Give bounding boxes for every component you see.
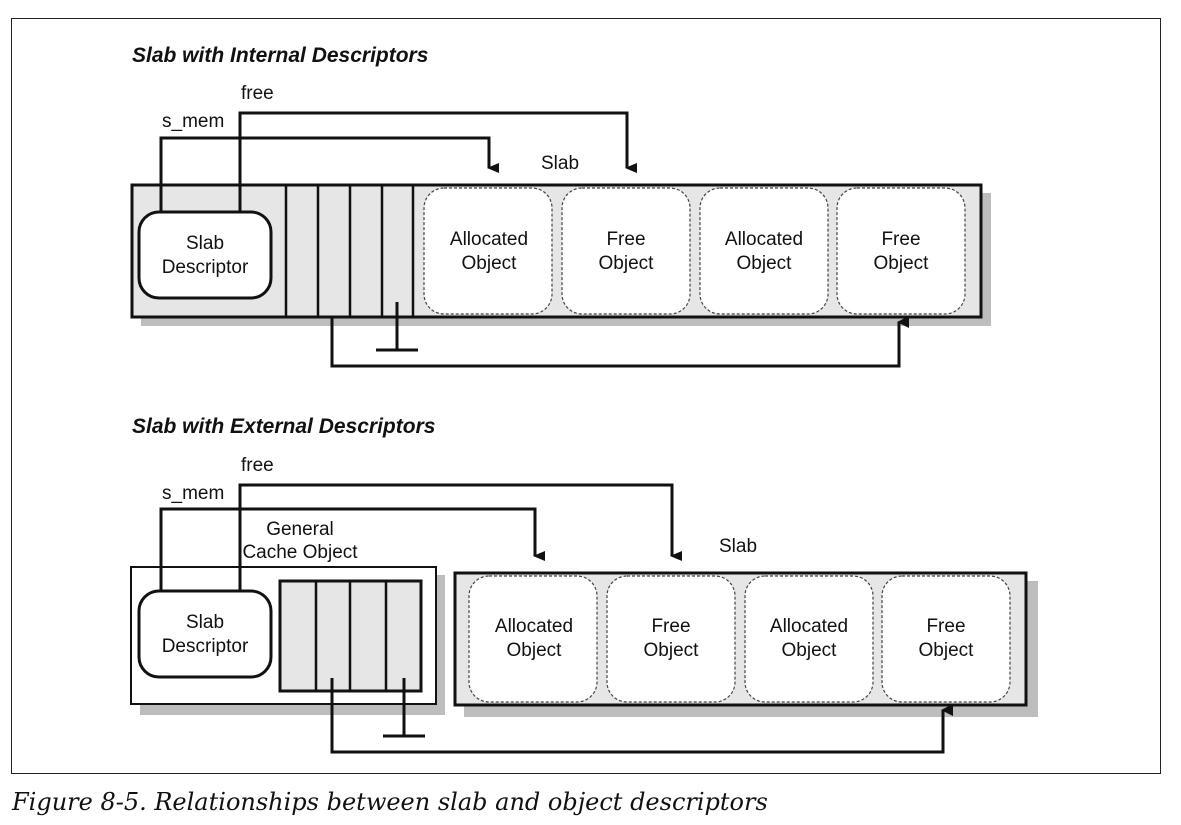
svg-text:Descriptor: Descriptor bbox=[162, 636, 249, 657]
svg-text:Slab: Slab bbox=[186, 233, 224, 254]
general-cache-label-1: General bbox=[266, 519, 334, 540]
svg-text:Allocated: Allocated bbox=[495, 616, 573, 637]
internal-slab-label: Slab bbox=[541, 153, 579, 174]
external-section: Slab with External Descriptors Slab Desc… bbox=[130, 415, 1038, 754]
internal-free-label: free bbox=[241, 83, 274, 104]
external-object-2: Free Object bbox=[606, 575, 736, 703]
svg-text:Free: Free bbox=[651, 616, 690, 637]
svg-text:Object: Object bbox=[644, 640, 700, 661]
internal-s-mem-pointer bbox=[159, 136, 499, 212]
external-title: Slab with External Descriptors bbox=[132, 415, 435, 438]
svg-text:Object: Object bbox=[462, 253, 518, 274]
internal-free-pointer bbox=[238, 111, 637, 212]
internal-title: Slab with Internal Descriptors bbox=[132, 44, 428, 67]
internal-bufctl-end bbox=[376, 302, 418, 352]
svg-text:Free: Free bbox=[926, 616, 965, 637]
internal-bufctl-array bbox=[316, 185, 415, 317]
svg-text:Object: Object bbox=[782, 640, 838, 661]
external-free-label: free bbox=[241, 455, 274, 476]
external-object-4: Free Object bbox=[881, 575, 1011, 703]
svg-text:Allocated: Allocated bbox=[770, 616, 848, 637]
svg-text:Free: Free bbox=[881, 229, 920, 250]
svg-text:Allocated: Allocated bbox=[725, 229, 803, 250]
internal-object-1: Allocated Object bbox=[423, 187, 553, 315]
figure-caption: Figure 8-5. Relationships between slab a… bbox=[12, 788, 768, 816]
svg-text:Slab: Slab bbox=[186, 612, 224, 633]
svg-text:Object: Object bbox=[507, 640, 563, 661]
internal-s-mem-label: s_mem bbox=[162, 111, 224, 132]
svg-text:Free: Free bbox=[606, 229, 645, 250]
internal-object-2: Free Object bbox=[561, 187, 691, 315]
svg-text:Descriptor: Descriptor bbox=[162, 257, 249, 278]
svg-text:Object: Object bbox=[737, 253, 793, 274]
svg-text:Allocated: Allocated bbox=[450, 229, 528, 250]
external-slab-descriptor: Slab Descriptor bbox=[137, 589, 273, 679]
internal-object-3: Allocated Object bbox=[699, 187, 829, 315]
external-slab-label: Slab bbox=[719, 536, 757, 557]
general-cache-label-2: Cache Object bbox=[242, 542, 358, 563]
external-object-3: Allocated Object bbox=[744, 575, 874, 703]
internal-section: Slab with Internal Descriptors Slab Desc… bbox=[130, 44, 991, 368]
external-s-mem-pointer bbox=[159, 507, 545, 591]
external-bufctl-end bbox=[383, 678, 425, 738]
external-free-pointer bbox=[238, 483, 682, 591]
internal-object-4: Free Object bbox=[836, 187, 966, 315]
external-object-1: Allocated Object bbox=[468, 575, 598, 703]
svg-text:Object: Object bbox=[874, 253, 930, 274]
internal-slab-descriptor: Slab Descriptor bbox=[137, 210, 273, 300]
external-s-mem-label: s_mem bbox=[162, 483, 224, 504]
internal-bufctl-link bbox=[330, 316, 909, 368]
external-bufctl-array bbox=[278, 579, 423, 693]
svg-text:Object: Object bbox=[919, 640, 975, 661]
external-bufctl-link bbox=[330, 678, 953, 754]
svg-text:Object: Object bbox=[599, 253, 655, 274]
